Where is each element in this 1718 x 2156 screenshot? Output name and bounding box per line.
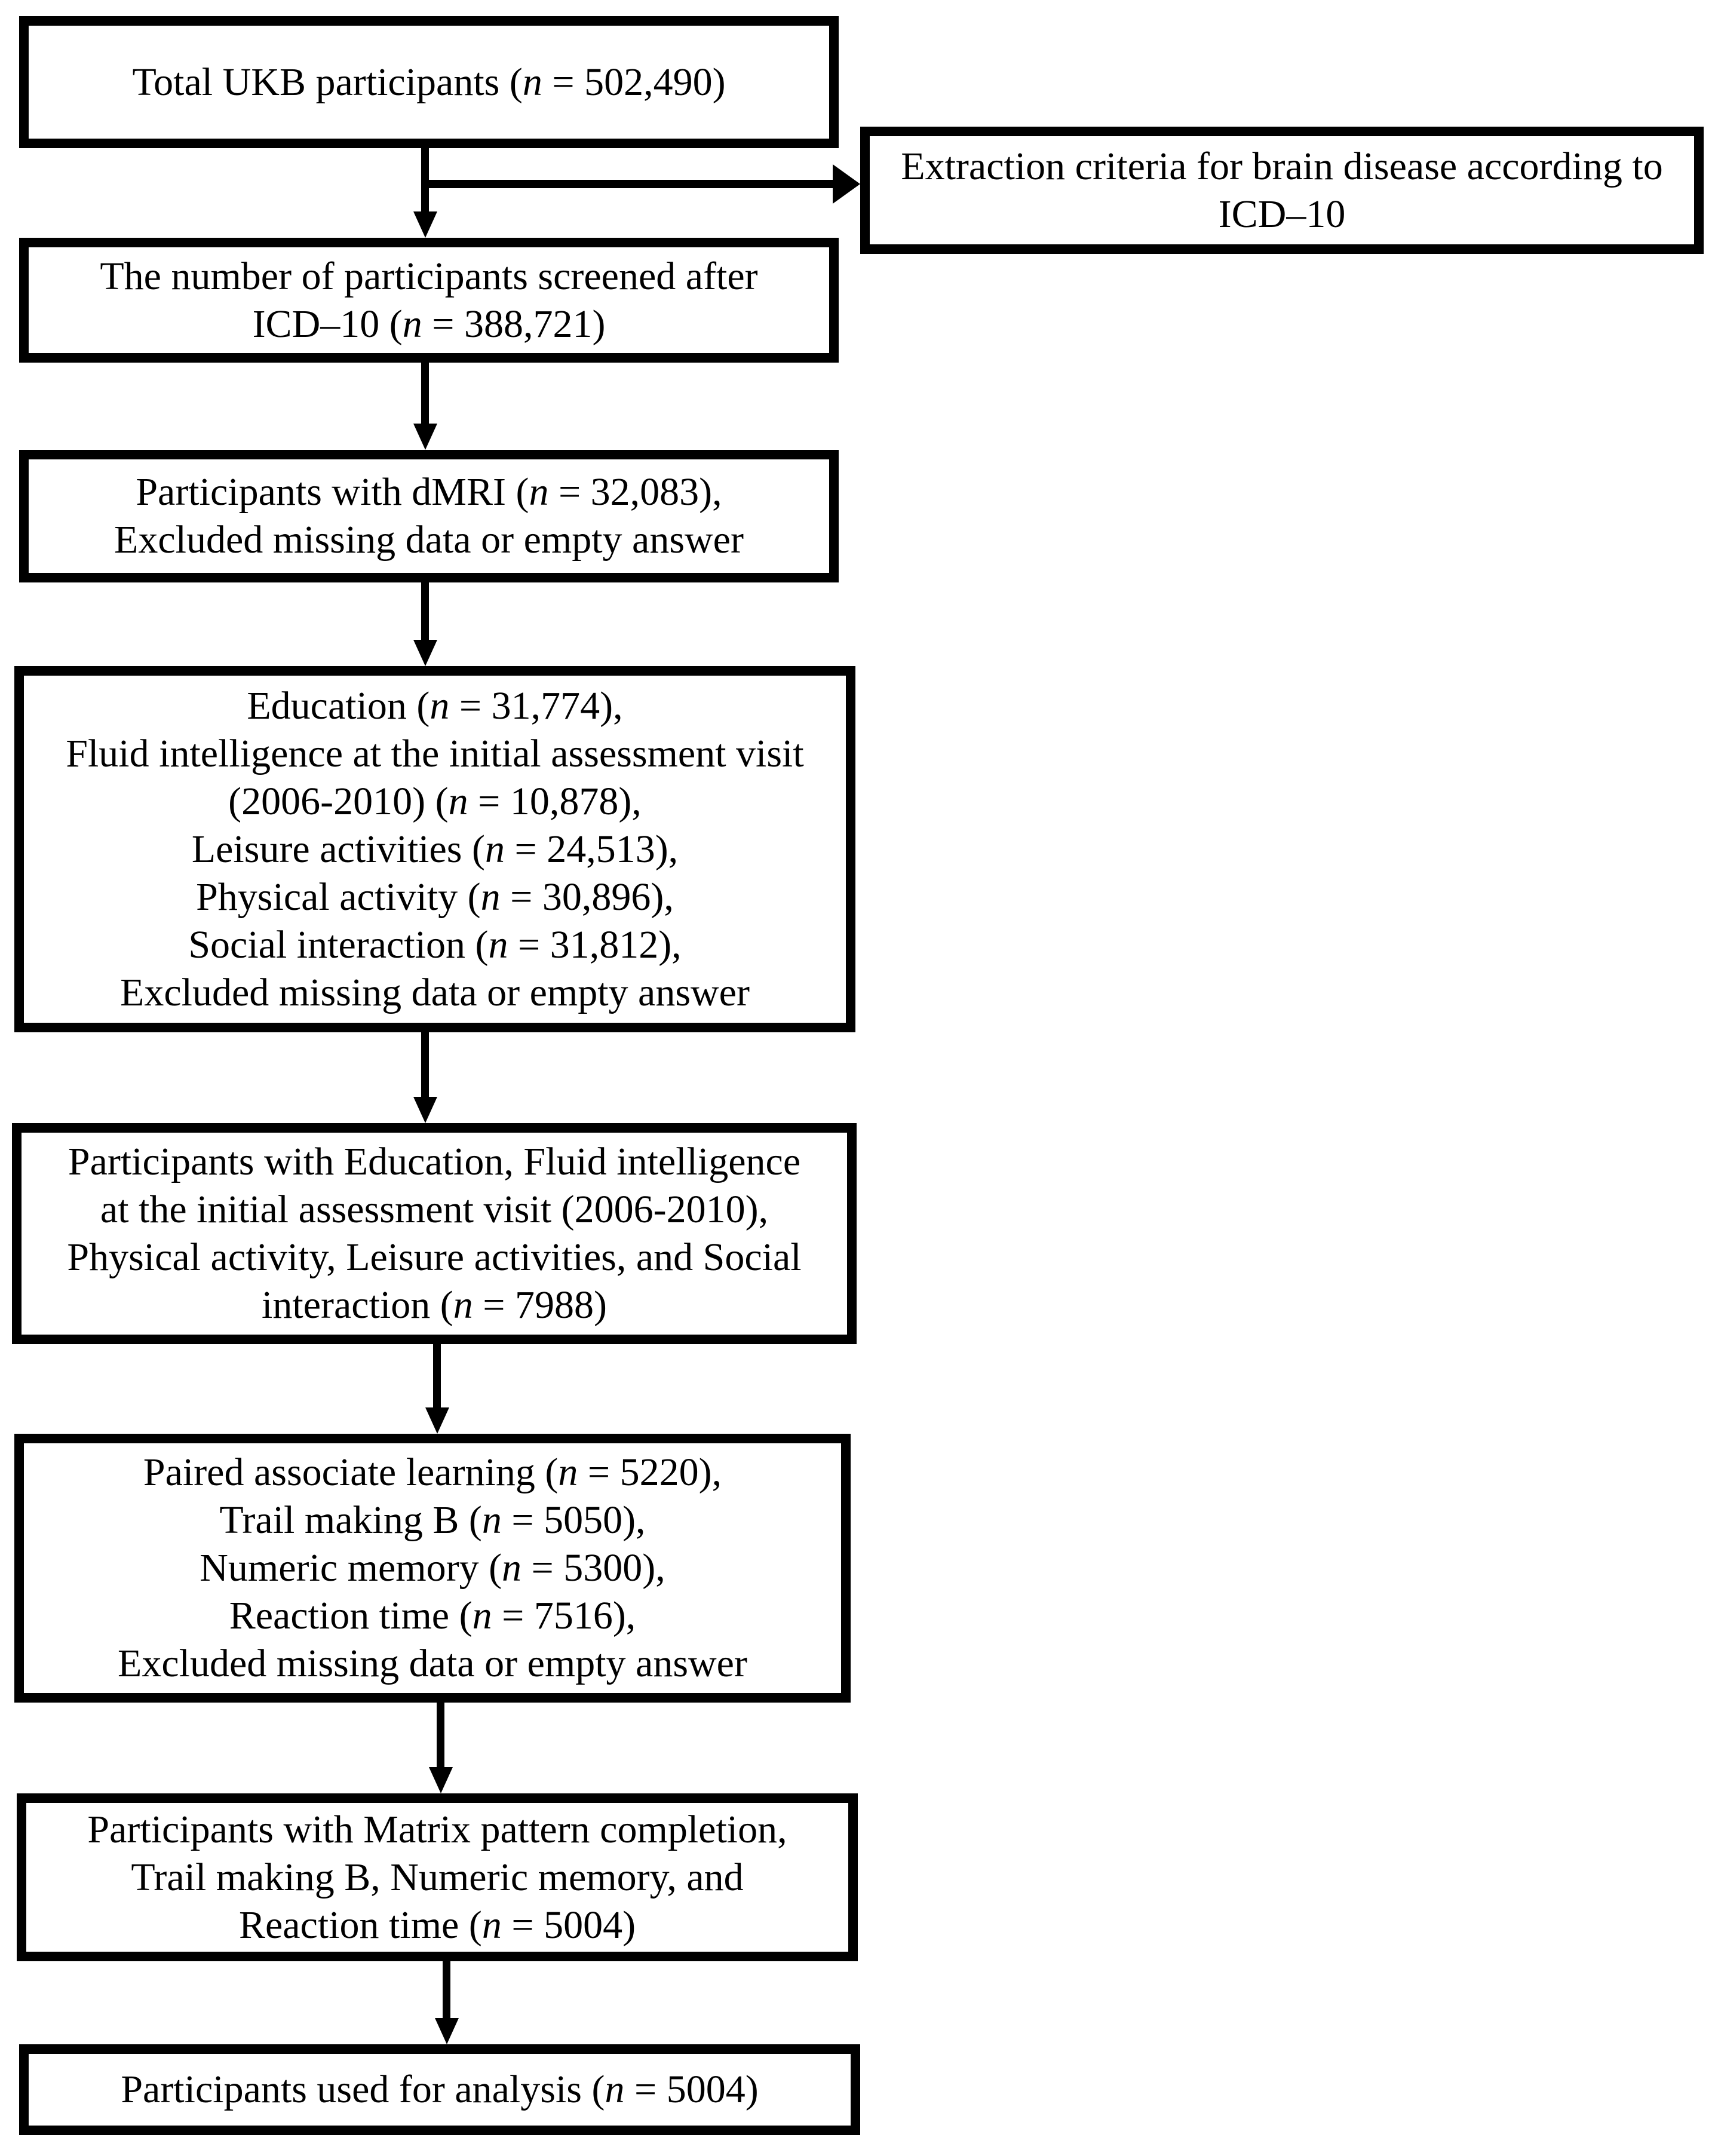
text-line: at the initial assessment visit (2006-20…	[100, 1188, 769, 1231]
arrow-down-icon	[425, 1407, 449, 1434]
text-line: interaction (n = 7988)	[262, 1283, 607, 1327]
flow-box-participants-used-for-analysis: Participants used for analysis (n = 5004…	[19, 2044, 860, 2135]
text-line: Numeric memory (n = 5300),	[200, 1546, 665, 1590]
text-line: Social interaction (n = 31,812),	[188, 922, 682, 967]
arrow-cognitive-to-with-cognitive-line	[437, 1703, 444, 1767]
flow-box-screened-after-icd10: The number of participants screened afte…	[19, 238, 839, 363]
text-line: Participants used for analysis (n = 5004…	[121, 2068, 759, 2111]
text-line: Participants with dMRI (n = 32,083),	[136, 470, 722, 514]
text-line: Trail making B (n = 5050),	[219, 1498, 646, 1542]
arrow-down-icon	[413, 640, 437, 666]
text-line: Physical activity, Leisure activities, a…	[67, 1235, 802, 1279]
arrow-lifestyle-to-with-lifestyle-line	[421, 1032, 429, 1097]
arrow-down-icon	[435, 2018, 459, 2044]
flow-box-cognitive-tests: Paired associate learning (n = 5220),Tra…	[14, 1434, 851, 1703]
arrow-dmri-to-lifestyle-line	[421, 582, 429, 640]
text-line: Leisure activities (n = 24,513),	[191, 827, 679, 871]
arrow-down-icon	[429, 1767, 453, 1793]
arrow-down-icon	[413, 424, 437, 450]
text-line: Excluded missing data or empty answer	[120, 970, 750, 1014]
text-line: Education (n = 31,774),	[247, 683, 623, 728]
arrow-branch-to-extraction-line	[421, 180, 833, 188]
arrow-down-icon	[413, 211, 437, 238]
text-line: (2006-2010) (n = 10,878),	[228, 779, 642, 823]
text-line: Extraction criteria for brain disease ac…	[901, 144, 1663, 188]
arrow-screened-to-dmri-line	[421, 363, 429, 424]
text-line: Total UKB participants (n = 502,490)	[132, 60, 726, 104]
text-line: Participants with Education, Fluid intel…	[68, 1140, 801, 1183]
text-line: Physical activity (n = 30,896),	[196, 875, 674, 919]
text-line: ICD–10	[1218, 192, 1346, 236]
arrow-right-icon	[833, 164, 860, 204]
flow-box-extraction-criteria: Extraction criteria for brain disease ac…	[860, 127, 1704, 254]
arrow-with-lifestyle-to-cognitive-line	[433, 1344, 441, 1407]
text-line: The number of participants screened afte…	[100, 254, 758, 298]
text-line: Paired associate learning (n = 5220),	[143, 1450, 722, 1494]
text-line: Excluded missing data or empty answer	[118, 1642, 747, 1685]
text-line: Reaction time (n = 5004)	[238, 1903, 636, 1947]
text-line: ICD–10 (n = 388,721)	[252, 302, 606, 346]
text-line: Fluid intelligence at the initial assess…	[66, 731, 804, 775]
flow-box-participants-with-lifestyle-measures: Participants with Education, Fluid intel…	[12, 1123, 857, 1344]
arrow-down-icon	[413, 1097, 437, 1123]
flow-box-participants-with-cognitive-tests: Participants with Matrix pattern complet…	[17, 1793, 858, 1961]
flow-box-lifestyle-measures: Education (n = 31,774),Fluid intelligenc…	[14, 666, 855, 1032]
flow-box-participants-with-dmri: Participants with dMRI (n = 32,083),Excl…	[19, 450, 839, 582]
text-line: Reaction time (n = 7516),	[229, 1594, 636, 1637]
flow-box-total-ukb-participants: Total UKB participants (n = 502,490)	[19, 16, 839, 148]
text-line: Participants with Matrix pattern complet…	[87, 1807, 787, 1851]
text-line: Excluded missing data or empty answer	[114, 518, 744, 562]
arrow-with-cognitive-to-analysis-line	[443, 1961, 450, 2018]
text-line: Trail making B, Numeric memory, and	[131, 1855, 744, 1899]
